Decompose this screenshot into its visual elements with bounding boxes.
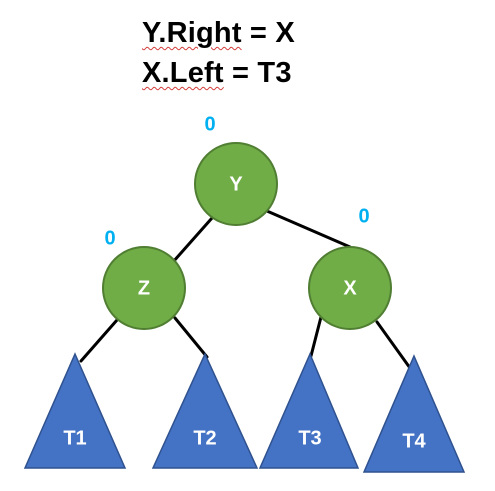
subtree-t2-label: T2 [193, 427, 216, 449]
subtree-t3-label: T3 [298, 427, 321, 449]
y-right-value: = X [241, 17, 295, 49]
node-y-circle [194, 142, 278, 226]
node-y-label: Y [229, 173, 243, 195]
node-x-balance: 0 [358, 205, 369, 227]
y-right-term: Y.Right [142, 17, 242, 49]
edge-y-x [258, 206, 352, 249]
assignment-line-y-right: Y.Right = X [142, 17, 295, 50]
edge-x-t4 [375, 320, 412, 370]
node-z-balance: 0 [104, 227, 115, 249]
node-x-label: X [343, 277, 357, 299]
node-z-label: Z [138, 277, 150, 299]
subtree-t1-label: T1 [63, 427, 86, 449]
subtree-t3-triangle [258, 352, 360, 469]
edge-y-z [171, 216, 214, 264]
assignment-line-x-left: X.Left = T3 [142, 57, 292, 90]
node-z-circle [102, 246, 186, 330]
node-y-balance: 0 [204, 113, 215, 135]
edge-x-t3 [309, 315, 323, 358]
edge-z-t1 [79, 318, 119, 363]
subtree-t2-triangle [151, 352, 259, 469]
x-left-value: = T3 [223, 57, 292, 89]
subtree-t1-triangle [23, 352, 127, 469]
edge-z-t2 [173, 316, 209, 359]
subtree-t4-label: T4 [402, 430, 426, 452]
subtree-t4-triangle [362, 354, 466, 473]
node-x-circle [308, 246, 392, 330]
x-left-term: X.Left [142, 57, 224, 89]
